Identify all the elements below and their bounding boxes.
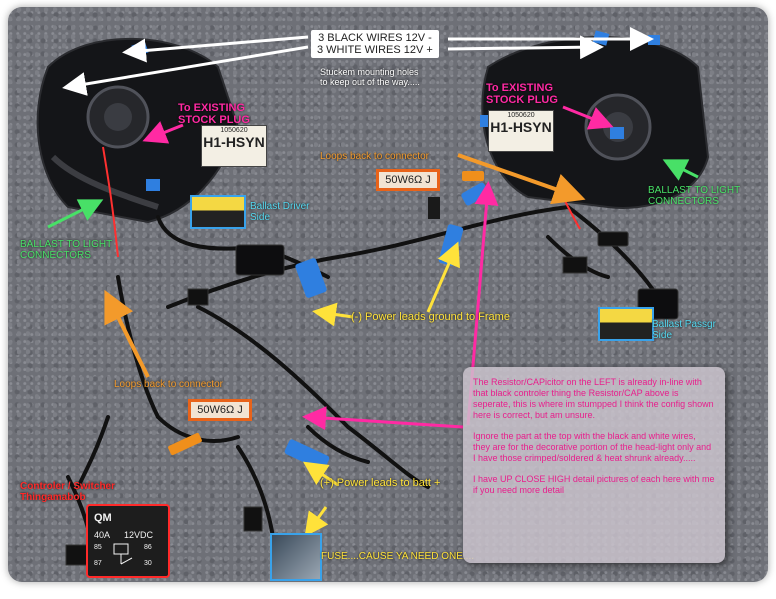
part-tag-bottom: 50W6Ω J xyxy=(188,399,252,421)
wires-banner: 3 BLACK WIRES 12V - 3 WHITE WIRES 12V + xyxy=(311,30,439,58)
note-paragraph-3: I have UP CLOSE HIGH detail pictures of … xyxy=(473,474,715,495)
controller-label: Controler / Switcher Thingamabob xyxy=(20,481,116,503)
ballast-driver-side xyxy=(235,244,285,276)
ballast-driver-thumbnail xyxy=(190,195,246,229)
ballast-passgr-label: Ballast Passgr Side xyxy=(652,319,716,341)
ballast-driver-label: Ballast Driver Side xyxy=(250,201,310,223)
stock-plug-label-left: To EXISTING STOCK PLUG xyxy=(178,102,250,126)
explanation-note: The Resistor/CAPicitor on the LEFT is al… xyxy=(463,367,725,563)
photo-frame: 3 BLACK WIRES 12V - 3 WHITE WIRES 12V + … xyxy=(8,7,768,582)
power-ground-label: (-) Power leads ground to Frame xyxy=(351,311,510,323)
stock-plug-label-right: To EXISTING STOCK PLUG xyxy=(486,82,558,106)
relay-thumbnail: QM 40A 12VDC 85 86 87 30 xyxy=(86,504,170,578)
loops-back-label-top: Loops back to connector xyxy=(320,151,429,162)
fuse-label: FUSE....CAUSE YA NEED ONE.... xyxy=(321,551,475,562)
bulb-sticker-left: 1050620 H1-HSYN xyxy=(201,125,267,167)
loops-back-label-bottom: Loops back to connector xyxy=(114,379,223,390)
relay-brand: QM xyxy=(94,512,112,524)
power-batt-label: (+) Power leads to batt + xyxy=(320,477,441,489)
ballast-to-light-left: BALLAST TO LIGHT CONNECTORS xyxy=(20,239,113,261)
note-paragraph-2: Ignore the part at the top with the blac… xyxy=(473,431,712,463)
ballast-to-light-right: BALLAST TO LIGHT CONNECTORS xyxy=(648,185,741,207)
part-tag-top: 50W6Ω J xyxy=(376,169,440,191)
bulb-sticker-right: 1050620 H1-HSYN xyxy=(488,110,554,152)
relay-schematic-icon xyxy=(113,543,133,565)
note-paragraph-1: The Resistor/CAPicitor on the LEFT is al… xyxy=(473,377,714,420)
fuse-thumbnail xyxy=(270,533,322,581)
yellow-arrows xyxy=(303,241,460,537)
orange-arrows xyxy=(104,153,586,378)
white-arrows xyxy=(62,27,654,96)
mounting-note: Stuckem mounting holes to keep out of th… xyxy=(320,67,420,87)
green-arrows xyxy=(47,159,699,229)
ballast-passgr-thumbnail xyxy=(598,307,654,341)
